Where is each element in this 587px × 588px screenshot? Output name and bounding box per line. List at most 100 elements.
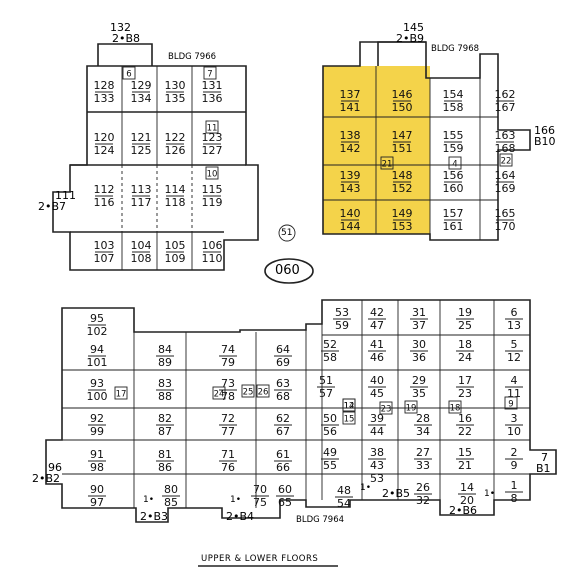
unit-number: 67 [276, 425, 290, 438]
unit-number: 91 [90, 448, 104, 461]
unit-number: 42 [370, 306, 384, 319]
unit-number: 85 [164, 496, 178, 509]
unit-number: 44 [370, 425, 384, 438]
boxed-marker-label: 17 [116, 390, 127, 400]
boxed-marker-label: 9 [508, 400, 513, 410]
boxed-marker [380, 156, 394, 170]
unit-number: 105 [165, 239, 186, 252]
unit-number: 115 [202, 183, 223, 196]
unit-number: 155 [443, 129, 464, 142]
boxed-marker-label: 23 [381, 405, 392, 415]
unit-number: 69 [276, 356, 290, 369]
unit-number: 15 [458, 446, 472, 459]
unit-number: 168 [495, 142, 516, 155]
unit-number: 49 [323, 446, 337, 459]
unit-number: 165 [495, 207, 516, 220]
unit-number: 66 [276, 461, 290, 474]
boxed-marker [379, 401, 393, 415]
unit-number: 153 [392, 220, 413, 233]
unit-number: 123 [202, 131, 223, 144]
unit-number: 30 [412, 338, 426, 351]
unit-number: 141 [340, 101, 361, 114]
unit-number: 135 [165, 92, 186, 105]
boxed-marker-label: 21 [382, 160, 393, 170]
unit-number: 103 [94, 239, 115, 252]
unit-number: 12 [507, 351, 521, 364]
unit-number: 100 [87, 390, 108, 403]
unit-number: 154 [443, 88, 464, 101]
boxed-marker-label: 10 [207, 170, 218, 180]
boxed-marker-label: 26 [258, 388, 269, 398]
unit-number: 158 [443, 101, 464, 114]
unit-number: 1 [511, 479, 518, 492]
unit-number: 71 [221, 448, 235, 461]
unit-number: 140 [340, 207, 361, 220]
unit-number: 5 [511, 338, 518, 351]
boxed-marker [342, 398, 356, 412]
unit-number: 126 [165, 144, 186, 157]
unit-number: 53 [335, 306, 349, 319]
unit-number: 120 [94, 131, 115, 144]
unit-number: 143 [340, 182, 361, 195]
unit-number: 24 [458, 351, 472, 364]
boxed-marker-label: 18 [450, 404, 461, 414]
unit-number: 62 [276, 412, 290, 425]
unit-number: 73 [221, 377, 235, 390]
boxed-marker-label: 24 [214, 390, 225, 400]
unit-number: 22 [458, 425, 472, 438]
unit-number: 4 [511, 374, 518, 387]
unit-number: 36 [412, 351, 426, 364]
unit-number: 38 [370, 446, 384, 459]
unit-number: 63 [276, 377, 290, 390]
boxed-marker-label: 15 [344, 415, 355, 425]
unit-number: 163 [495, 129, 516, 142]
unit-number: 57 [319, 387, 333, 400]
unit-number: 74 [221, 343, 235, 356]
unit-number: 113 [131, 183, 152, 196]
unit-number: 84 [158, 343, 172, 356]
unit-number: 79 [221, 356, 235, 369]
unit-number: 77 [221, 425, 235, 438]
unit-number: 139 [340, 169, 361, 182]
unit-number: 134 [131, 92, 152, 105]
unit-number: 121 [131, 131, 152, 144]
boxed-marker [504, 396, 518, 410]
boxed-marker [404, 400, 418, 414]
unit-number: 54 [337, 497, 351, 510]
unit-number: 156 [443, 169, 464, 182]
unit-number: 65 [278, 496, 292, 509]
highlight-region [323, 66, 430, 234]
unit-number: 19 [458, 306, 472, 319]
boxed-marker [212, 386, 226, 400]
unit-number: 59 [335, 319, 349, 332]
unit-number: 93 [90, 377, 104, 390]
boxed-marker-label: 19 [406, 404, 417, 414]
unit-number: 86 [158, 461, 172, 474]
unit-number: 43 [370, 459, 384, 472]
unit-number: 53 [370, 472, 384, 485]
unit-number: 18 [458, 338, 472, 351]
unit-number: 47 [370, 319, 384, 332]
unit-number: 142 [340, 142, 361, 155]
unit-number: 110 [202, 252, 223, 265]
building-7966 [52, 43, 259, 271]
unit-number: 131 [202, 79, 223, 92]
unit-number: 40 [370, 374, 384, 387]
unit-number: 127 [202, 144, 223, 157]
unit-number: 90 [90, 483, 104, 496]
unit-number: 107 [94, 252, 115, 265]
unit-number: 136 [202, 92, 223, 105]
unit-number: 160 [443, 182, 464, 195]
unit-number: 75 [253, 496, 267, 509]
unit-number: 20 [460, 494, 474, 507]
unit-number: 70 [253, 483, 267, 496]
boxed-marker-label: 6 [126, 70, 131, 80]
boxed-marker-label: 14 [344, 402, 355, 412]
unit-number: 31 [412, 306, 426, 319]
unit-number: 130 [165, 79, 186, 92]
unit-number: 169 [495, 182, 516, 195]
unit-number: 16 [458, 412, 472, 425]
boxed-marker-label: 25 [243, 388, 254, 398]
unit-number: 61 [276, 448, 290, 461]
unit-number: 46 [370, 351, 384, 364]
